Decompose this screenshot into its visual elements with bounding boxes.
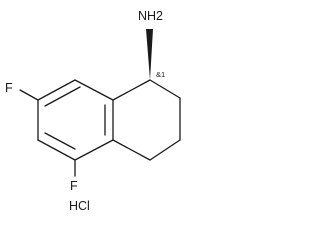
bond: [37, 139, 76, 161]
amine-label: NH2: [138, 9, 163, 23]
bond: [44, 86, 81, 107]
bond: [112, 79, 151, 101]
bond: [44, 132, 76, 150]
structure-diagram: NH2 &1 F F HCl: [5, 9, 181, 213]
wedge-bond: [146, 29, 153, 80]
bond: [74, 139, 114, 161]
bond: [19, 89, 39, 101]
bond: [112, 139, 151, 161]
bond-group: [19, 29, 181, 177]
stereo-label: &1: [156, 70, 165, 79]
bond: [149, 79, 181, 99]
fluorine-top-label: F: [5, 81, 13, 95]
salt-label: HCl: [69, 199, 90, 213]
fluorine-bottom-label: F: [70, 179, 78, 193]
bond: [149, 139, 181, 161]
bond: [74, 79, 114, 101]
structure-canvas: NH2 &1 F F HCl: [5, 9, 181, 213]
bond: [37, 79, 76, 101]
